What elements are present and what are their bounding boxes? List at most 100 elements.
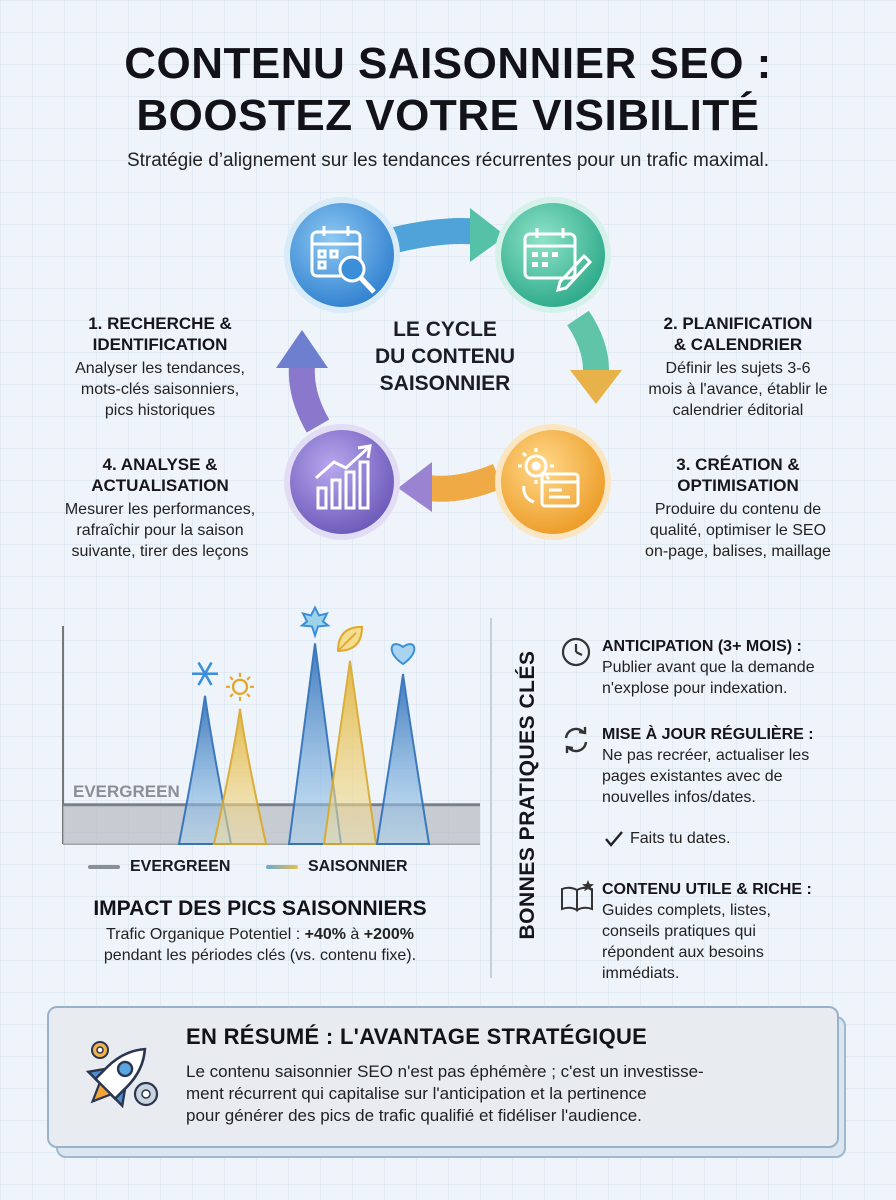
peak-2	[212, 708, 268, 845]
snowflake-icon	[192, 661, 218, 686]
cycle-center-line-2: DU CONTENU	[375, 345, 515, 368]
step-2-desc-line-1: Définir les sujets 3-6	[665, 360, 811, 377]
impact-max-value: +200%	[363, 926, 415, 943]
step4-circle	[284, 424, 400, 540]
summary-line-1: Le contenu saisonnier SEO n'est pas éphé…	[186, 1062, 704, 1081]
summary-title: EN RÉSUMÉ : L'AVANTAGE STRATÉGIQUE	[186, 1024, 648, 1049]
step-2-title-line-1: 2. PLANIFICATION	[663, 314, 813, 333]
impact-min-value: +40%	[304, 926, 346, 943]
title-line-1: CONTENU SAISONNIER SEO :	[124, 39, 772, 88]
peak-1	[177, 695, 233, 845]
arrow-purple-to-blue	[276, 330, 330, 433]
step-4-description: Mesurer les performances, rafraîchir pou…	[40, 499, 280, 562]
legend-evergreen-label: EVERGREEN	[130, 858, 231, 875]
calendar-edit-icon	[523, 228, 593, 293]
peak-3	[287, 643, 343, 845]
summary-card	[47, 1006, 839, 1148]
impact-mid: à	[345, 926, 364, 943]
seasonal-peaks	[177, 643, 431, 845]
impact-title: IMPACT DES PICS SAISONNIERS	[93, 897, 427, 920]
practice-2-line-2: pages existantes avec de	[602, 768, 783, 785]
page-subtitle: Stratégie d’alignement sur les tendances…	[126, 150, 770, 171]
practice-rich-content: CONTENU UTILE & RICHE : Guides complets,…	[560, 879, 860, 984]
summary-line-2: ment récurrent qui capitalise sur l'anti…	[186, 1084, 647, 1103]
calendar-search-icon	[310, 226, 376, 294]
cycle-center-label: LE CYCLE DU CONTENU SAISONNIER	[330, 316, 560, 397]
step-2-desc-line-3: calendrier éditorial	[672, 402, 804, 419]
step-4-desc-line-2: rafraîchir pour la saison	[76, 522, 244, 539]
step-3-description: Produire du contenu de qualité, optimise…	[618, 499, 858, 562]
cycle-diagram	[276, 197, 622, 540]
impact-description: Trafic Organique Potentiel : +40% à +200…	[40, 924, 480, 966]
step-1-title-line-1: 1. RECHERCHE &	[88, 314, 232, 333]
impact-line-1: Trafic Organique Potentiel : +40% à +200…	[40, 924, 480, 945]
practice-update: MISE À JOUR RÉGULIÈRE : Ne pas recréer, …	[560, 724, 860, 808]
practice-anticipation: ANTICIPATION (3+ MOIS) : Publier avant q…	[560, 636, 860, 699]
leaf-icon	[336, 625, 364, 652]
practice-3-text: Guides complets, listes, conseils pratiq…	[602, 900, 860, 984]
growth-chart-icon	[315, 444, 372, 510]
refresh-icon	[564, 727, 588, 753]
peak-4	[322, 660, 378, 845]
practice-3-line-1: Guides complets, listes,	[602, 902, 771, 919]
step-3-title-line-1: 3. CRÉATION &	[676, 455, 800, 474]
step-1-desc-line-1: Analyser les tendances,	[75, 360, 245, 377]
step-1-title: 1. RECHERCHE & IDENTIFICATION	[40, 313, 280, 355]
sun-icon	[226, 672, 254, 701]
step-3-desc-line-1: Produire du contenu de	[654, 501, 822, 518]
seasonal-traffic-chart: EVERGREEN	[62, 605, 480, 845]
practice-3-line-4: immédiats.	[602, 965, 680, 982]
check-note-text: Faits tu dates.	[630, 830, 731, 847]
practice-3-line-3: répondent aux besoins	[602, 944, 764, 961]
maple-leaf-icon	[299, 605, 331, 639]
step-4-title: 4. ANALYSE & ACTUALISATION	[40, 454, 280, 496]
rocket-gears-icon	[85, 1041, 159, 1109]
section-divider	[490, 618, 492, 978]
clock-icon	[561, 637, 591, 667]
large-gear-icon	[133, 1081, 159, 1107]
arrow-orange-to-purple	[398, 462, 504, 512]
step-3-creation: 3. CRÉATION & OPTIMISATION Produire du c…	[618, 454, 858, 562]
summary-line-3: pour générer des pics de trafic qualifié…	[186, 1106, 642, 1125]
cycle-center-line-3: SAISONNIER	[379, 372, 511, 395]
step-2-title-line-2: & CALENDRIER	[673, 335, 803, 354]
summary-text: Le contenu saisonnier SEO n'est pas éphé…	[186, 1061, 826, 1127]
practice-check-note: Faits tu dates.	[604, 830, 731, 848]
peak-5	[375, 673, 431, 845]
practice-2-line-3: nouvelles infos/dates.	[602, 789, 756, 806]
practices-title: BONNES PRATIQUES CLÉS	[516, 650, 539, 940]
check-icon	[605, 831, 623, 847]
practice-2-head: MISE À JOUR RÉGULIÈRE :	[602, 726, 814, 743]
step-4-title-line-2: ACTUALISATION	[91, 476, 229, 495]
season-icons	[192, 605, 416, 701]
impact-prefix: Trafic Organique Potentiel :	[105, 926, 305, 943]
step-2-planning: 2. PLANIFICATION & CALENDRIER Définir le…	[618, 313, 858, 421]
impact-line-2: pendant les périodes clés (vs. contenu f…	[103, 947, 417, 964]
step-3-desc-line-3: on-page, balises, maillage	[645, 543, 831, 560]
heart-icon	[390, 643, 416, 666]
step-1-desc-line-2: mots-clés saisonniers,	[80, 381, 240, 398]
step-2-desc-line-2: mois à l'avance, établir le	[648, 381, 828, 398]
practice-1-line-2: n'explose pour indexation.	[602, 680, 788, 697]
practices-title-vertical: BONNES PRATIQUES CLÉS	[508, 640, 548, 950]
step-3-title: 3. CRÉATION & OPTIMISATION	[618, 454, 858, 496]
step-4-title-line-1: 4. ANALYSE &	[102, 455, 218, 474]
title-line-2: BOOSTEZ VOTRE VISIBILITÉ	[136, 91, 760, 140]
legend-seasonal: SAISONNIER	[266, 858, 408, 876]
practice-1-head: ANTICIPATION (3+ MOIS) :	[602, 638, 802, 655]
step-4-desc-line-3: suivante, tirer des leçons	[71, 543, 249, 560]
practice-2-text: Ne pas recréer, actualiser les pages exi…	[602, 745, 860, 808]
practice-1-line-1: Publier avant que la demande	[602, 659, 815, 676]
step-4-analysis: 4. ANALYSE & ACTUALISATION Mesurer les p…	[40, 454, 280, 562]
practice-3-line-2: conseils pratiques qui	[602, 923, 756, 940]
small-gear-icon	[91, 1041, 109, 1059]
practice-1-text: Publier avant que la demande n'explose p…	[602, 657, 860, 699]
step-3-desc-line-2: qualité, optimiser le SEO	[649, 522, 827, 539]
legend-evergreen: EVERGREEN	[88, 858, 230, 876]
gear-webpage-icon	[518, 448, 580, 508]
evergreen-label: EVERGREEN	[73, 782, 180, 801]
step-1-description: Analyser les tendances, mots-clés saison…	[40, 358, 280, 421]
page-title: CONTENU SAISONNIER SEO : BOOSTEZ VOTRE V…	[0, 38, 896, 142]
step-3-title-line-2: OPTIMISATION	[677, 476, 799, 495]
step-2-description: Définir les sujets 3-6 mois à l'avance, …	[618, 358, 858, 421]
